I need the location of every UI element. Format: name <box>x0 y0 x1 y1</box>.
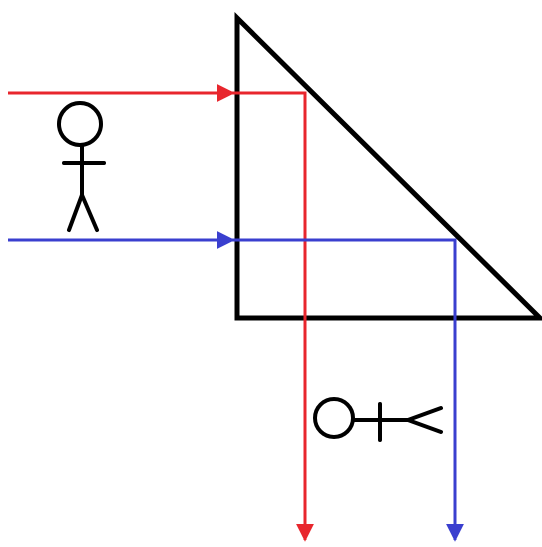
image-upper-leg <box>406 406 443 422</box>
red-ray-inside <box>233 91 314 542</box>
image-head <box>313 397 355 439</box>
figure-left-leg <box>67 193 84 232</box>
prism <box>234 12 542 321</box>
upright-stick-figure <box>57 101 106 232</box>
blue-ray <box>8 231 464 542</box>
figure-head <box>57 101 103 147</box>
image-lower-leg <box>406 418 443 434</box>
figure-right-leg <box>80 193 99 232</box>
blue-ray-inside <box>233 238 464 542</box>
red-ray <box>8 84 314 542</box>
reflected-stick-figure <box>313 397 443 442</box>
